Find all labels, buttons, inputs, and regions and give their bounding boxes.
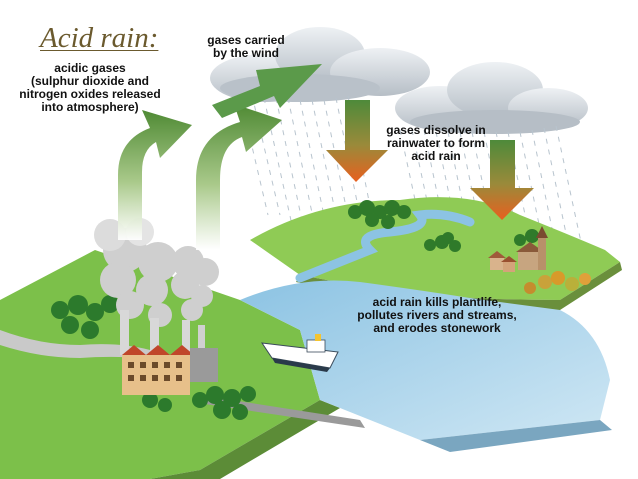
cloud-icon: [395, 62, 588, 134]
label-line: into atmosphere): [41, 100, 139, 114]
label-gases-carried: gases carried by the wind: [196, 34, 296, 60]
hills: [250, 197, 620, 300]
river-water: [240, 280, 610, 440]
label-gases-dissolve: gases dissolve in rainwater to form acid…: [376, 124, 496, 163]
diagram-title: Acid rain:: [40, 22, 159, 54]
label-line: and erodes stonework: [373, 321, 501, 335]
tree-icon: [524, 271, 591, 294]
church-icon: [488, 226, 548, 272]
tree-icon: [51, 295, 256, 420]
label-line: nitrogen oxides released: [19, 87, 161, 101]
arrow-rising-gases: [118, 104, 282, 250]
label-line: by the wind: [213, 46, 279, 60]
label-line: pollutes rivers and streams,: [357, 308, 517, 322]
label-line: acid rain: [411, 149, 461, 163]
label-line: (sulphur dioxide and: [30, 74, 149, 88]
arrow-acid-rain-falling: [326, 100, 534, 220]
label-line: gases dissolve in: [386, 123, 486, 137]
ship-icon: [260, 334, 339, 372]
label-line: rainwater to form: [386, 136, 485, 150]
tree-icon: [348, 200, 539, 252]
label-line: gases carried: [207, 33, 285, 47]
label-acidic-gases: acidic gases (sulphur dioxide and nitrog…: [4, 62, 176, 114]
label-line: acidic gases: [54, 61, 126, 75]
arrow-wind-carried: [212, 64, 322, 118]
label-line: acid rain kills plantlife,: [372, 295, 502, 309]
label-acid-rain-effects: acid rain kills plantlife, pollutes rive…: [348, 296, 526, 335]
